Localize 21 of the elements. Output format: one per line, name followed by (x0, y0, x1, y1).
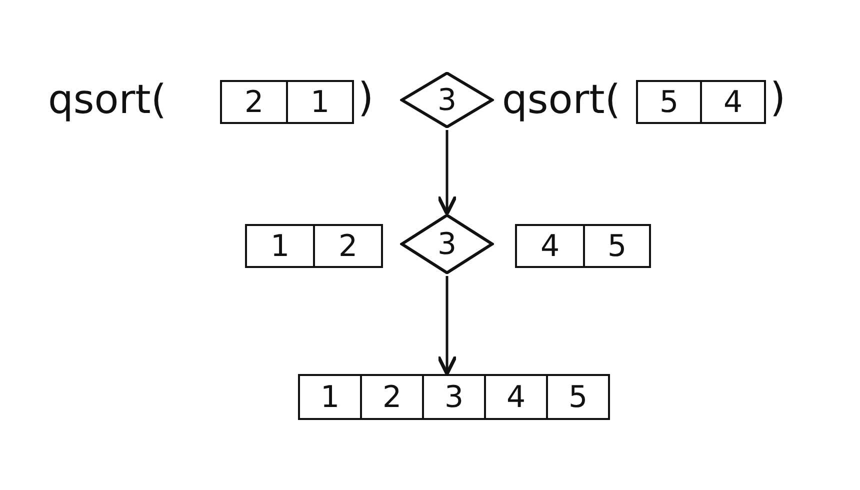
array-cell: 5 (636, 80, 702, 124)
closing-parenthesis: ) (770, 78, 786, 118)
array-cell: 1 (286, 80, 354, 124)
array-cell: 4 (515, 224, 585, 268)
array-cell: 1 (245, 224, 315, 268)
pivot-diamond: 3 (400, 72, 494, 128)
array-cell: 5 (546, 374, 610, 420)
array-cell: 4 (484, 374, 548, 420)
function-call-text: qsort( (48, 80, 166, 120)
array-cell: 3 (422, 374, 486, 420)
array-cell: 2 (220, 80, 288, 124)
array-cell: 5 (583, 224, 651, 268)
pivot-diamond: 3 (400, 214, 494, 274)
arrow (436, 130, 458, 216)
array-cell: 4 (700, 80, 766, 124)
closing-parenthesis: ) (358, 78, 374, 118)
arrow (436, 276, 458, 376)
array-cell: 2 (313, 224, 383, 268)
array-cell: 2 (360, 374, 424, 420)
array-cell: 1 (298, 374, 362, 420)
function-call-text: qsort( (502, 80, 620, 120)
